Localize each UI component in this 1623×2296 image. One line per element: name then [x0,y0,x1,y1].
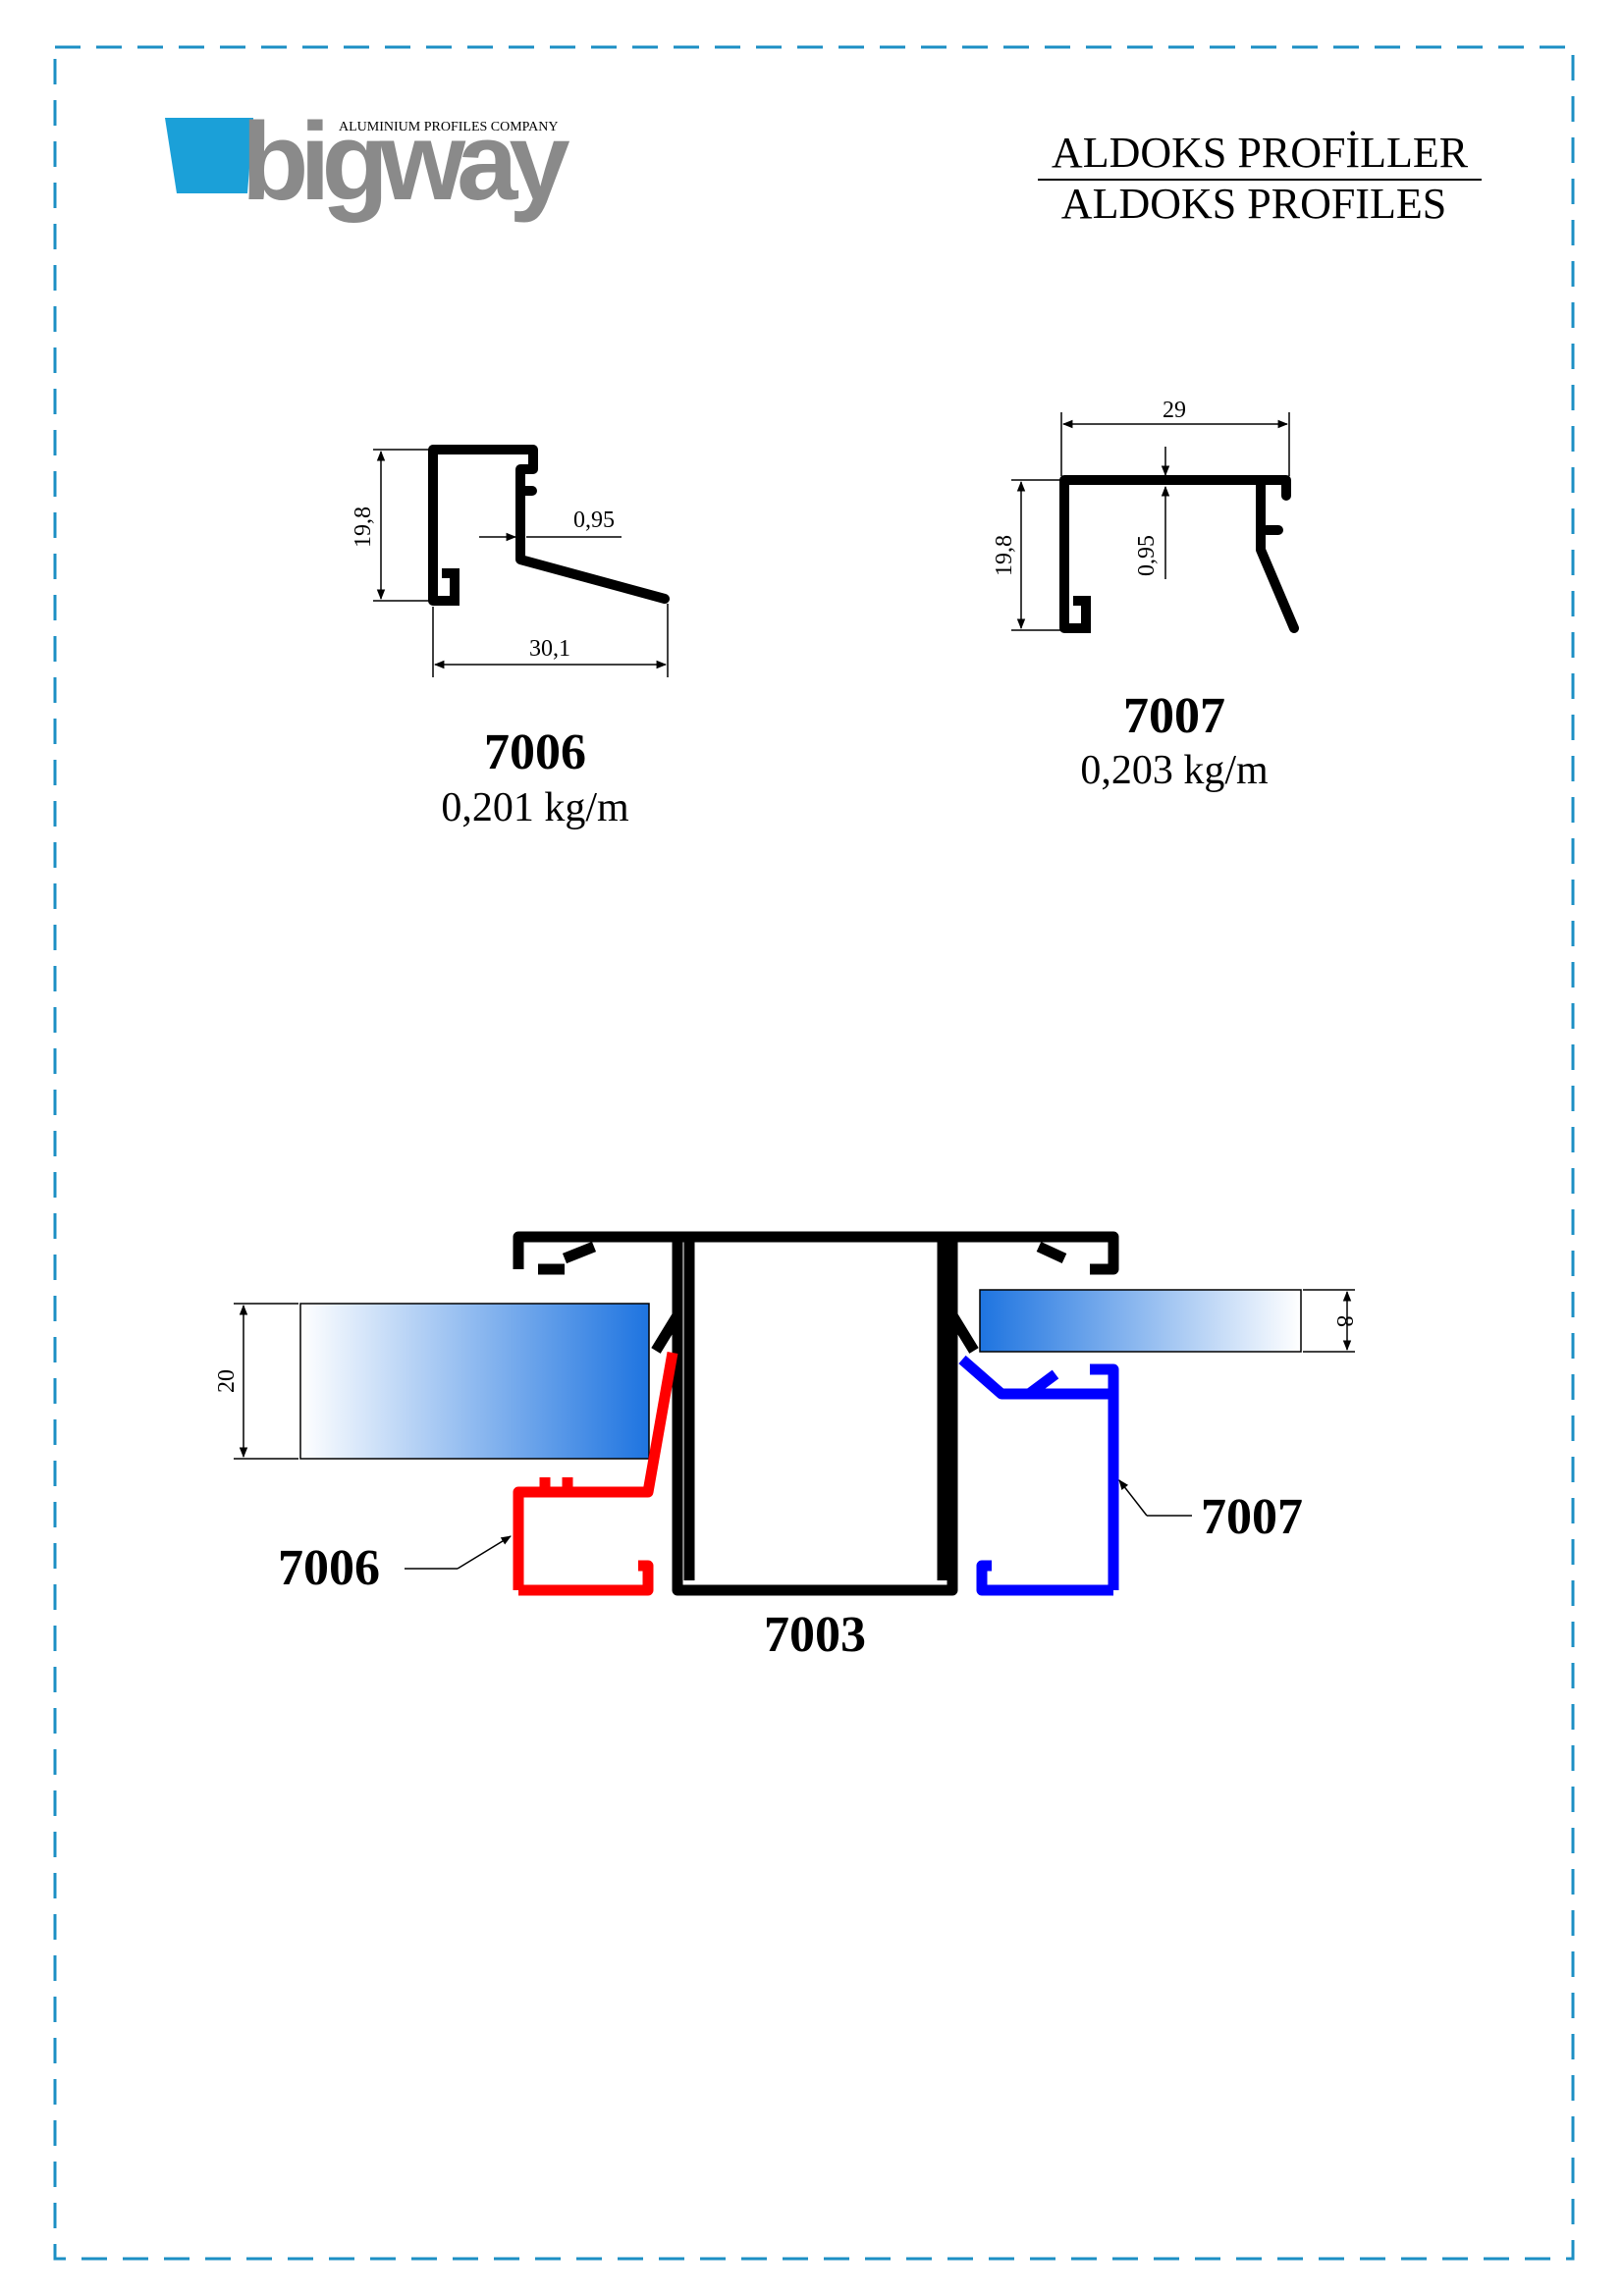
assembly-label-7007: 7007 [1201,1489,1303,1545]
dim-7006-thickness: 0,95 [573,507,615,533]
title-tr: ALDOKS PROFİLLER [1052,129,1469,177]
profile-7007-code: 7007 [1123,688,1225,744]
profile-7006-foot [433,568,460,606]
logo-tagline: ALUMINIUM PROFILES COMPANY [339,120,559,134]
header-title: ALDOKS PROFİLLER ALDOKS PROFILES [1038,129,1482,228]
profile-7006-drawing: 19,8 30,1 0,95 [351,445,670,677]
dim-7006-width: 30,1 [529,636,570,662]
profile-7006-code: 7006 [484,724,586,780]
profile-7007-drawing: 29 19,8 0,95 [992,398,1299,633]
dim-glass-left: 20 [214,1369,240,1393]
profile-7006-section [428,445,670,606]
profile-7006-assembled [513,1352,678,1596]
dim-7007-height: 19,8 [992,535,1017,576]
page-border [53,45,1575,2261]
profile-7007-foot [1064,596,1091,633]
profile-7006-weight: 0,201 kg/m [441,785,629,830]
dim-7007-thickness: 0,95 [1134,535,1160,576]
glass-panel-right [979,1289,1302,1353]
dim-7007-width: 29 [1163,398,1186,423]
leader-7007-arrow [1118,1479,1148,1517]
logo-brand-text: bigway [242,100,569,223]
dim-glass-right: 8 [1331,1315,1357,1327]
leader-7006-arrow [457,1535,512,1570]
profile-7003-section [513,1231,1119,1596]
glass-panel-left [299,1303,650,1460]
assembly-label-7003: 7003 [764,1607,866,1663]
assembly-drawing: 20 8 [214,1231,1357,1596]
profile-7007-weight: 0,203 kg/m [1080,748,1269,793]
title-en: ALDOKS PROFILES [1061,180,1446,228]
dim-7006-height: 19,8 [351,507,376,548]
company-logo: bigway ALUMINIUM PROFILES COMPANY [165,100,578,223]
profile-7007-assembled [958,1355,1119,1596]
logo-blue-block-icon [165,118,253,193]
profile-7007-section [1059,475,1299,633]
assembly-label-7006: 7006 [278,1540,380,1596]
